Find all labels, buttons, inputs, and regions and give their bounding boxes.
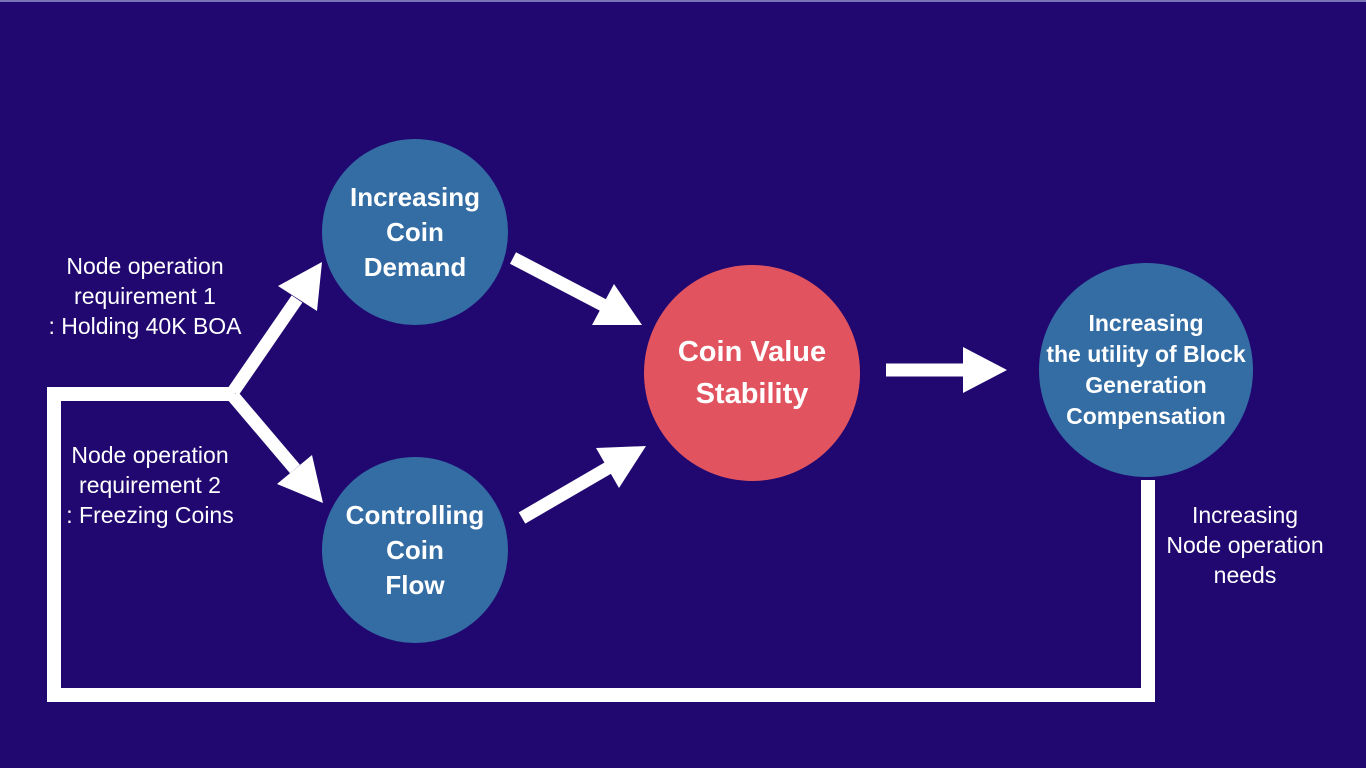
label-increasing-node-operation-needs: Increasing Node operation needs: [1166, 502, 1324, 588]
node-coin-value-stability: Coin Value Stability: [644, 265, 860, 481]
arrow-junction-to-coin-demand: [227, 262, 322, 396]
node-increasing-coin-demand: Increasing Coin Demand: [322, 139, 508, 325]
label-node-operation-requirement-2: Node operation requirement 2 : Freezing …: [66, 442, 234, 528]
node-block-generation-compensation-label: Increasing the utility of Block Generati…: [1046, 310, 1246, 429]
node-coin-value-stability-label: Coin Value Stability: [677, 336, 827, 410]
feedback-loop-line: [47, 387, 1155, 702]
node-controlling-coin-flow-label: Controlling Coin Flow: [345, 499, 485, 600]
node-block-generation-compensation: Increasing the utility of Block Generati…: [1039, 263, 1253, 477]
arrow-junction-to-coin-flow: [228, 391, 323, 503]
arrow-coin-demand-to-stability: [509, 252, 642, 325]
label-node-operation-requirement-1: Node operation requirement 1 : Holding 4…: [48, 253, 242, 339]
arrow-coin-flow-to-stability: [518, 446, 646, 524]
node-increasing-coin-demand-label: Increasing Coin Demand: [349, 181, 481, 282]
node-controlling-coin-flow: Controlling Coin Flow: [322, 457, 508, 643]
slide-top-edge: [0, 0, 1366, 2]
arrow-stability-to-compensation: [886, 347, 1007, 393]
